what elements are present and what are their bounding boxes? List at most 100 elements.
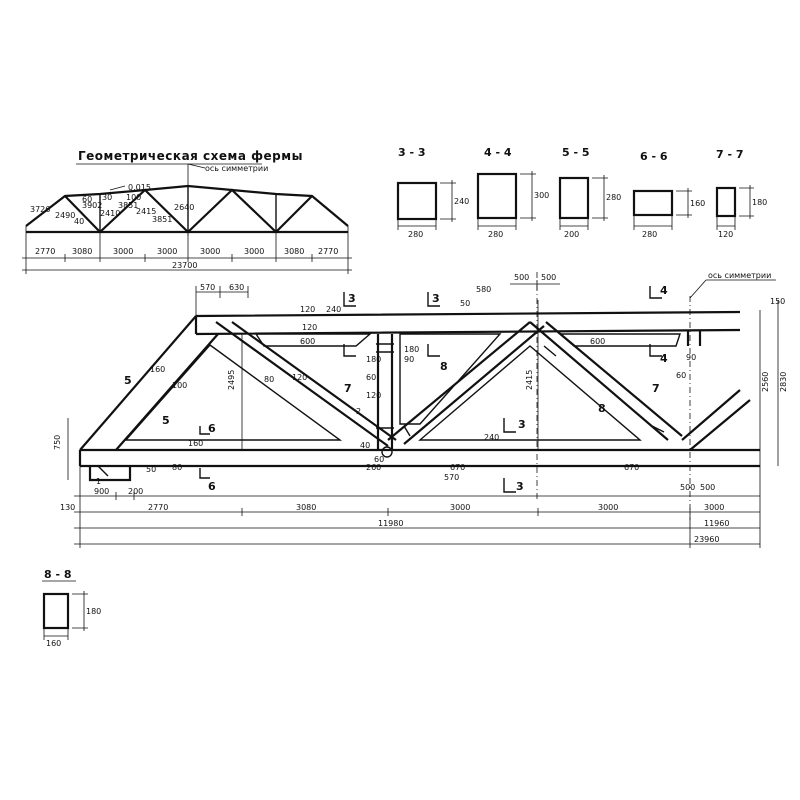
- cut-label: 3: [518, 418, 526, 431]
- member-dim: 180: [366, 355, 381, 364]
- section-label: 6 - 6: [640, 150, 668, 163]
- scheme-panel-dim: 3000: [200, 247, 220, 256]
- section-width: 280: [642, 230, 657, 239]
- scheme-small-dim: 100: [126, 193, 141, 202]
- scheme-title: Геометрическая схема фермы: [78, 149, 303, 163]
- section-width: 160: [46, 639, 61, 648]
- main-axis-leader: [689, 279, 776, 299]
- member-dim: 180: [404, 345, 419, 354]
- height-dim: 2495: [227, 370, 236, 390]
- section-width: 280: [488, 230, 503, 239]
- section-dim-lines: [43, 591, 88, 640]
- member-dim: 160: [150, 365, 165, 374]
- scheme-height-label: 2640: [174, 203, 194, 212]
- geometric-scheme: Геометрическая схема фермы ось симметрии…: [22, 149, 352, 274]
- section-width: 120: [718, 230, 733, 239]
- scheme-height-label: 2410: [100, 209, 120, 218]
- truss-elevation: ось симметрии 2495 2415: [53, 271, 788, 548]
- section-outline: [476, 172, 518, 220]
- section-height: 240: [454, 197, 469, 206]
- member-dim: 120: [302, 323, 317, 332]
- right-half-dim: 11960: [704, 519, 729, 528]
- section-outline: [42, 592, 70, 630]
- bottom-dim: 900: [94, 487, 109, 496]
- scheme-height-label: 3902: [82, 201, 102, 210]
- scheme-panel-dim: 3000: [157, 247, 177, 256]
- member-dim: 50: [146, 465, 156, 474]
- section-dim-lines: [716, 185, 754, 230]
- member-dim: 570: [444, 473, 459, 482]
- member-dim: 500: [700, 483, 715, 492]
- cut-label: 4: [660, 284, 668, 297]
- support-node: [78, 450, 132, 482]
- scheme-panel-dim: 3000: [244, 247, 264, 256]
- member-dim: 500: [680, 483, 695, 492]
- opening-mid-1: [399, 333, 502, 425]
- section-height: 300: [534, 191, 549, 200]
- top-dim: 630: [229, 283, 244, 292]
- cut-label: 3: [516, 480, 524, 493]
- member-dim: 120: [292, 373, 307, 382]
- section-width: 200: [564, 230, 579, 239]
- member-dim: 50: [460, 299, 470, 308]
- scheme-total-dim: 23700: [172, 261, 197, 270]
- section-outline: [396, 181, 438, 221]
- member-dim: 100: [172, 381, 187, 390]
- top-dim: 570: [200, 283, 215, 292]
- scheme-small-dim: 40: [74, 217, 84, 226]
- member-dim: 580: [476, 285, 491, 294]
- section-4-4: 4 - 4 280 300: [476, 146, 549, 239]
- main-axis-label: ось симметрии: [708, 271, 771, 280]
- node-marks: [376, 343, 665, 437]
- section-8-8: 8 - 8 160 180: [42, 568, 101, 648]
- member-dim: 150: [770, 297, 785, 306]
- section-label: 7 - 7: [716, 148, 744, 161]
- cut-label: 7: [652, 382, 660, 395]
- section-dim-lines: [559, 175, 608, 230]
- left-margin-dim: 130: [60, 503, 75, 512]
- member-dim: 60: [374, 455, 384, 464]
- member-dim: 670: [450, 463, 465, 472]
- bottom-dim-ticks: [79, 466, 761, 548]
- member-dim: 160: [188, 439, 203, 448]
- member-dim: 600: [590, 337, 605, 346]
- cut-label: 6: [208, 480, 216, 493]
- height-dim-lines: [67, 300, 779, 480]
- section-width: 280: [408, 230, 423, 239]
- scheme-height-label: 3851: [152, 215, 172, 224]
- scheme-panel-dim: 2770: [318, 247, 338, 256]
- member-dim: 260: [366, 463, 381, 472]
- cut-label: 3: [432, 292, 440, 305]
- cut-label: 8: [440, 360, 448, 373]
- scheme-end-posts: [25, 226, 349, 232]
- scheme-panel-dim: 3080: [72, 247, 92, 256]
- member-dim: 80: [172, 463, 182, 472]
- section-dim-lines: [477, 171, 536, 230]
- diagonal-1: [215, 321, 397, 447]
- section-outline: [558, 176, 590, 220]
- diagonal-4: [681, 389, 751, 451]
- vertical-stub: [686, 330, 702, 346]
- scheme-dim-ticks: [25, 232, 349, 274]
- member-dim: 80: [264, 375, 274, 384]
- scheme-panel-dim: 3080: [284, 247, 304, 256]
- member-dim: 120: [300, 305, 315, 314]
- section-height: 180: [86, 607, 101, 616]
- section-3-3: 3 - 3 280 240: [396, 146, 469, 239]
- cut-label: 8: [598, 402, 606, 415]
- member-dim: 60: [676, 371, 686, 380]
- member-dim: 90: [404, 355, 414, 364]
- section-dim-lines: [633, 188, 692, 230]
- diagonal-2: [387, 321, 545, 445]
- scheme-height-label: 2490: [55, 211, 75, 220]
- scheme-axis-leader: [187, 163, 206, 169]
- bottom-dim: 3080: [296, 503, 316, 512]
- opening-top-2: [558, 333, 681, 347]
- section-dim-lines: [397, 180, 456, 230]
- section-height: 180: [752, 198, 767, 207]
- cut-label: 3: [348, 292, 356, 305]
- cut-label: 6: [208, 422, 216, 435]
- member-dim: 40: [360, 441, 370, 450]
- member-dim: 670: [624, 463, 639, 472]
